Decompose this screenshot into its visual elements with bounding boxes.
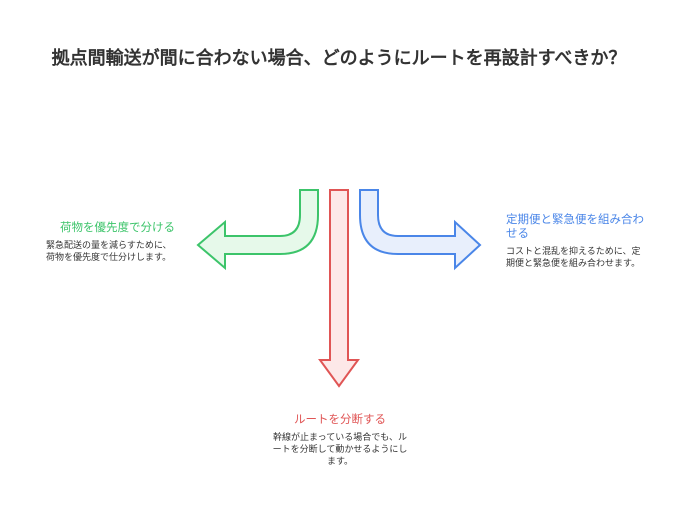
diagram-title: 拠点間輸送が間に合わない場合、どのようにルートを再設計すべきか？ <box>51 48 627 69</box>
option-heading: 定期便と緊急便を組み合わせる <box>506 212 644 240</box>
right-arrow <box>359 189 482 271</box>
option-desc: 緊急配送の量を減らすために、荷物を優先度で仕分けします。 <box>46 241 172 263</box>
left-arrow <box>196 189 319 271</box>
option-prioritize: 荷物を優先度で分ける 緊急配送の量を減らすために、荷物を優先度で仕分けします。 <box>40 220 175 264</box>
option-desc: 幹線が止まっている場合でも、ルートを分断して動かせるようにします。 <box>272 433 408 467</box>
option-combine: 定期便と緊急便を組み合わせる コストと混乱を抑えるために、定期便と緊急便を組み合… <box>506 212 646 270</box>
option-heading: ルートを分断する <box>294 412 386 426</box>
down-arrow <box>318 189 360 388</box>
option-heading: 荷物を優先度で分ける <box>60 220 175 234</box>
option-split-route: ルートを分断する 幹線が止まっている場合でも、ルートを分断して動かせるようにしま… <box>270 412 410 468</box>
option-desc: コストと混乱を抑えるために、定期便と緊急便を組み合わせます。 <box>506 247 641 269</box>
